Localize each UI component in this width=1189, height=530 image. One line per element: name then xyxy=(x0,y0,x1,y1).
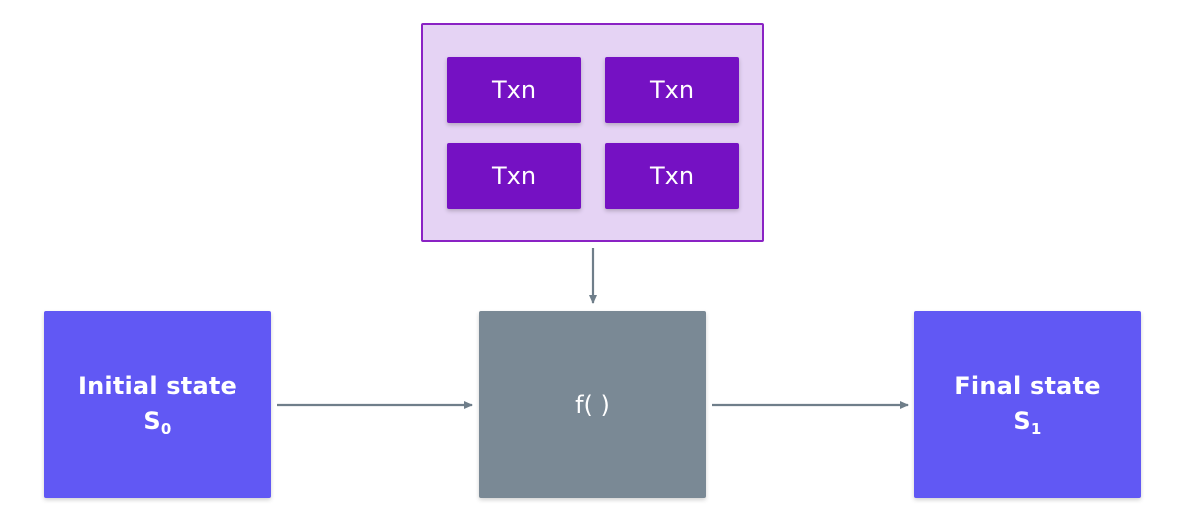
txn-label: Txn xyxy=(491,162,537,190)
initial-state-subscript: 0 xyxy=(160,419,172,438)
state-transition-function-box: f( ) xyxy=(479,311,706,498)
txn-box: Txn xyxy=(605,57,739,123)
final-state-symbol: S1 xyxy=(1013,404,1041,441)
txn-box: Txn xyxy=(605,143,739,209)
initial-state-label: Initial state xyxy=(77,371,238,400)
final-state-base: S xyxy=(1013,406,1031,435)
txn-label: Txn xyxy=(649,76,695,104)
txn-box: Txn xyxy=(447,57,581,123)
final-state-label: Final state xyxy=(954,371,1101,400)
txn-label: Txn xyxy=(491,76,537,104)
transactions-container: Txn Txn Txn Txn xyxy=(421,23,764,242)
initial-state-base: S xyxy=(143,406,161,435)
initial-state-symbol: S0 xyxy=(143,404,171,441)
function-label: f( ) xyxy=(575,390,610,419)
final-state-subscript: 1 xyxy=(1030,419,1042,438)
final-state-box: Final state S1 xyxy=(914,311,1141,498)
txn-label: Txn xyxy=(649,162,695,190)
txn-box: Txn xyxy=(447,143,581,209)
initial-state-box: Initial state S0 xyxy=(44,311,271,498)
